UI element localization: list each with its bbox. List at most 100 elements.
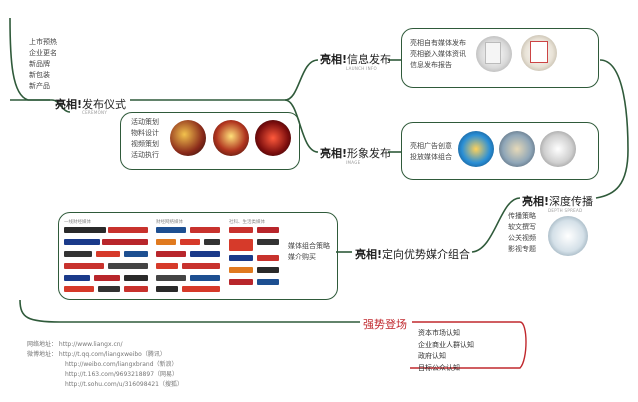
deep-brand: 亮相!	[522, 195, 550, 208]
media-logo	[257, 227, 279, 233]
image-photo	[540, 131, 576, 167]
media-logo	[64, 286, 94, 292]
info-brand: 亮相!	[320, 53, 348, 66]
media-logo	[156, 251, 186, 257]
deep-title-text: 深度传播	[549, 195, 594, 208]
info-item: 亮相嵌入媒体资讯	[410, 50, 466, 58]
footer-line: 微博地址： http://t.qq.com/liangxweibo（腾讯）	[27, 351, 166, 358]
info-item: 信息发布报告	[410, 61, 452, 69]
launch-item: 活动执行	[131, 151, 159, 159]
media-logo	[229, 239, 253, 251]
media-col-head: 财经网络媒体	[156, 220, 183, 225]
footer-line: 网络地址： http://www.liangx.cn/	[27, 341, 123, 348]
image-box	[401, 122, 599, 180]
media-logo	[124, 251, 148, 257]
media-logo	[190, 227, 220, 233]
launch-photo	[170, 120, 206, 156]
launch-title: 亮相!发布仪式	[55, 96, 126, 112]
media-logo	[156, 286, 178, 292]
launch-photo	[213, 120, 249, 156]
info-items: 亮相自有媒体发布 亮相嵌入媒体资讯 信息发布报告	[410, 38, 466, 71]
footer-line: http://weibo.com/liangxbrand（新浪）	[65, 361, 178, 368]
strong-item: 政府认知	[418, 352, 446, 360]
image-subtitle: IMAGE	[346, 160, 361, 165]
deep-item: 公关视频	[508, 234, 536, 242]
media-title-text: 定向优势媒介组合	[382, 248, 471, 261]
media-col-head: 一线财经媒体	[64, 220, 91, 225]
media-logo	[108, 227, 148, 233]
launch-item: 视频策划	[131, 140, 159, 148]
root-item: 企业更名	[29, 49, 57, 57]
image-title-text: 形象发布	[347, 147, 392, 160]
strong-title: 强势登场	[363, 318, 407, 331]
image-photo	[458, 131, 494, 167]
deep-title: 亮相!深度传播	[522, 193, 593, 209]
info-item: 亮相自有媒体发布	[410, 39, 466, 47]
media-logo	[182, 263, 220, 269]
media-logo	[64, 263, 104, 269]
media-logo	[257, 255, 279, 261]
media-logo	[108, 263, 148, 269]
media-logo	[64, 227, 106, 233]
footer-links: 网络地址： http://www.liangx.cn/ 微博地址： http:/…	[27, 340, 183, 390]
info-doc-icon	[530, 41, 548, 63]
deep-item: 传播策略	[508, 212, 536, 220]
launch-item: 活动策划	[131, 118, 159, 126]
root-item: 新包装	[29, 71, 50, 79]
root-item: 新品牌	[29, 60, 50, 68]
root-item: 上市预热	[29, 38, 57, 46]
image-item: 投放媒体组合	[410, 153, 452, 161]
strong-item: 企业商业人群认知	[418, 340, 474, 349]
launch-title-text: 发布仪式	[82, 98, 127, 111]
info-doc-icon	[485, 42, 501, 64]
info-title: 亮相!信息发布	[320, 51, 391, 67]
media-logo	[156, 239, 176, 245]
media-title: 亮相!定向优势媒介组合	[355, 246, 470, 262]
strong-item: 资本市场认知	[418, 329, 460, 337]
media-logo	[98, 286, 120, 292]
media-logo	[204, 239, 220, 245]
media-logo	[190, 275, 220, 281]
info-box	[401, 28, 599, 88]
info-subtitle: LAUNCH INFO	[346, 66, 377, 71]
media-logo	[124, 275, 148, 281]
launch-items-box	[120, 112, 300, 170]
media-item: 媒体组合策略	[288, 242, 330, 250]
deep-item: 影视专题	[508, 245, 536, 253]
media-items: 媒体组合策略 媒介购买	[288, 241, 330, 263]
media-logo	[124, 286, 148, 292]
media-brand: 亮相!	[355, 248, 383, 261]
info-title-text: 信息发布	[347, 53, 392, 66]
media-logo	[257, 267, 279, 273]
media-logo	[229, 255, 253, 261]
launch-items: 活动策划 物料设计 视频策划 活动执行	[131, 117, 159, 161]
media-item: 媒介购买	[288, 253, 316, 261]
deep-subtitle: DEPTH SPREAD	[548, 208, 583, 213]
media-logo	[96, 251, 120, 257]
media-col-head: 社科、生活类媒体	[229, 220, 265, 225]
media-logo	[229, 267, 253, 273]
launch-item: 物料设计	[131, 129, 159, 137]
image-title: 亮相!形象发布	[320, 145, 391, 161]
media-box	[58, 212, 338, 300]
root-item: 新产品	[29, 82, 50, 90]
strong-items: 资本市场认知 企业商业人群认知 政府认知 目标公众认知	[418, 328, 474, 374]
root-list: 上市预热 企业更名 新品牌 新包装 新产品	[29, 37, 57, 92]
deep-photo	[548, 216, 588, 256]
media-logo	[64, 239, 100, 245]
media-logo	[257, 279, 279, 285]
image-photo	[499, 131, 535, 167]
media-logo	[94, 275, 120, 281]
deep-items: 传播策略 软文撰写 公关视频 影视专题	[508, 211, 536, 255]
media-logo	[156, 263, 178, 269]
media-logo	[229, 279, 253, 285]
media-logo	[102, 239, 148, 245]
launch-subtitle: CEREMONY	[82, 110, 108, 115]
media-logo	[180, 239, 200, 245]
footer-line: http://t.sohu.com/u/316098421（搜狐）	[65, 381, 183, 388]
strong-item: 目标公众认知	[418, 363, 460, 372]
image-item: 亮相广告创意	[410, 142, 452, 150]
media-logo	[257, 239, 279, 245]
image-items: 亮相广告创意 投放媒体组合	[410, 141, 452, 163]
